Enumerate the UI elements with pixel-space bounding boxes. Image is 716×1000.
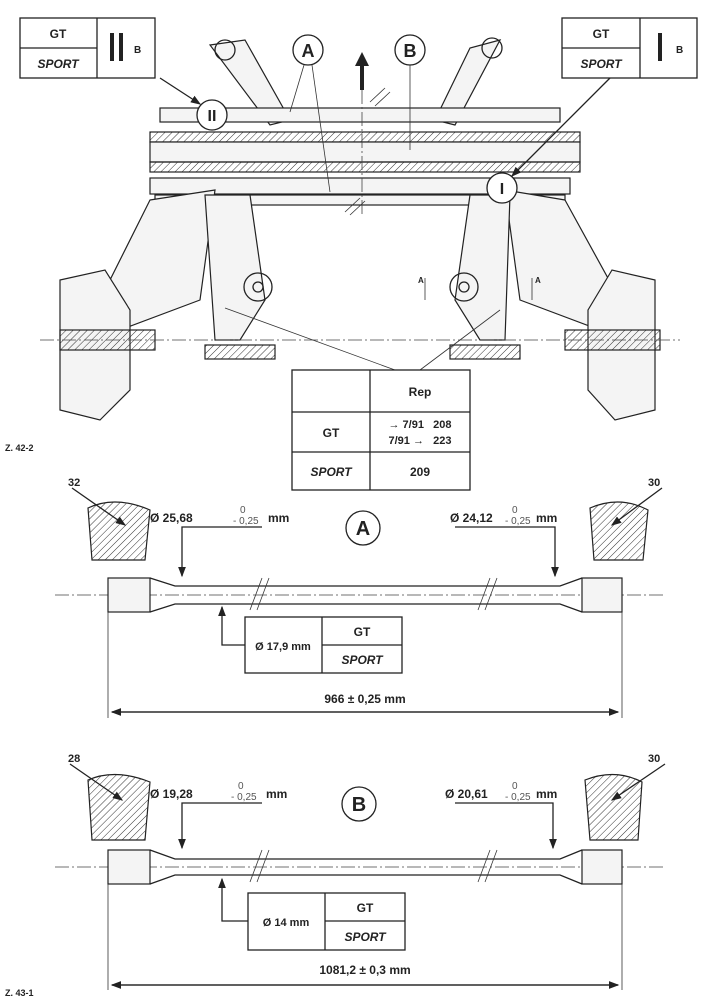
svg-text:II: II: [208, 108, 217, 125]
svg-text:SPORT: SPORT: [310, 465, 353, 479]
torsion-bar-b: 28 30 Ø 19,28 0 - 0,25 mm Ø 20,61 0 - 0,…: [55, 753, 666, 990]
svg-text:mm: mm: [266, 787, 287, 801]
svg-text:GT: GT: [593, 27, 610, 41]
svg-text:B: B: [352, 794, 366, 816]
section-mark-right: A: [535, 276, 541, 285]
svg-text:B: B: [404, 41, 417, 61]
svg-text:A: A: [302, 41, 315, 61]
right-variant-box: GT SPORT B: [561, 17, 698, 79]
svg-text:SPORT: SPORT: [37, 57, 80, 71]
svg-text:0: 0: [238, 781, 244, 792]
svg-text:B: B: [676, 45, 683, 56]
figure-label-bottom: Z. 43-1: [5, 988, 34, 998]
svg-text:- 0,25: - 0,25: [505, 792, 531, 803]
svg-text:mm: mm: [536, 511, 557, 525]
svg-text:32: 32: [68, 477, 80, 489]
bar-mark-icon: [658, 33, 662, 61]
svg-text:→ 7/91 208: → 7/91 208: [389, 419, 452, 431]
callout-a: A: [289, 34, 331, 193]
svg-text:SPORT: SPORT: [344, 930, 387, 944]
svg-text:209: 209: [410, 465, 430, 479]
svg-text:I: I: [500, 181, 504, 198]
svg-text:966 ± 0,25 mm: 966 ± 0,25 mm: [324, 692, 405, 706]
callout-b: B: [394, 34, 426, 150]
svg-text:30: 30: [648, 753, 660, 765]
svg-text:SPORT: SPORT: [580, 57, 623, 71]
svg-text:- 0,25: - 0,25: [505, 516, 531, 527]
svg-text:Ø 19,28: Ø 19,28: [150, 787, 193, 801]
svg-text:7/91 → 223: 7/91 → 223: [389, 435, 452, 447]
svg-text:1081,2 ± 0,3 mm: 1081,2 ± 0,3 mm: [319, 963, 410, 977]
svg-text:Ø 24,12: Ø 24,12: [450, 511, 493, 525]
svg-text:- 0,25: - 0,25: [231, 792, 257, 803]
svg-text:0: 0: [512, 781, 518, 792]
rear-axle-assembly-drawing: A A: [40, 37, 680, 421]
svg-text:Rep: Rep: [409, 385, 432, 399]
svg-text:Ø 20,61: Ø 20,61: [445, 787, 488, 801]
rep-table: Rep GT → 7/91 208 7/91 → 223 SPORT 209: [224, 307, 501, 491]
bar-mark-icon: [110, 33, 114, 61]
svg-text:B: B: [134, 45, 141, 56]
svg-text:A: A: [356, 518, 370, 540]
svg-text:Ø 25,68: Ø 25,68: [150, 511, 193, 525]
svg-text:GT: GT: [50, 27, 67, 41]
svg-text:0: 0: [512, 505, 518, 516]
section-mark-left: A: [418, 276, 424, 285]
svg-text:30: 30: [648, 477, 660, 489]
svg-text:GT: GT: [354, 625, 371, 639]
forward-arrow-icon: [355, 52, 369, 90]
callout-i: I: [486, 77, 611, 204]
bar-mark-icon: [119, 33, 123, 61]
svg-text:- 0,25: - 0,25: [233, 516, 259, 527]
figure-label-top: Z. 42-2: [5, 443, 34, 453]
svg-text:mm: mm: [536, 787, 557, 801]
svg-text:Ø 17,9 mm: Ø 17,9 mm: [255, 641, 311, 653]
svg-text:28: 28: [68, 753, 80, 765]
svg-text:SPORT: SPORT: [341, 653, 384, 667]
svg-text:Ø 14 mm: Ø 14 mm: [263, 917, 310, 929]
svg-text:GT: GT: [357, 901, 374, 915]
torsion-bar-a: 32 30 Ø 25,68 0 - 0,25 mm Ø 24,12 0 - 0,…: [55, 477, 665, 718]
left-variant-box: GT SPORT B: [19, 17, 156, 79]
callout-ii: II: [159, 77, 228, 131]
svg-text:GT: GT: [323, 426, 340, 440]
svg-text:mm: mm: [268, 511, 289, 525]
svg-text:0: 0: [240, 505, 246, 516]
